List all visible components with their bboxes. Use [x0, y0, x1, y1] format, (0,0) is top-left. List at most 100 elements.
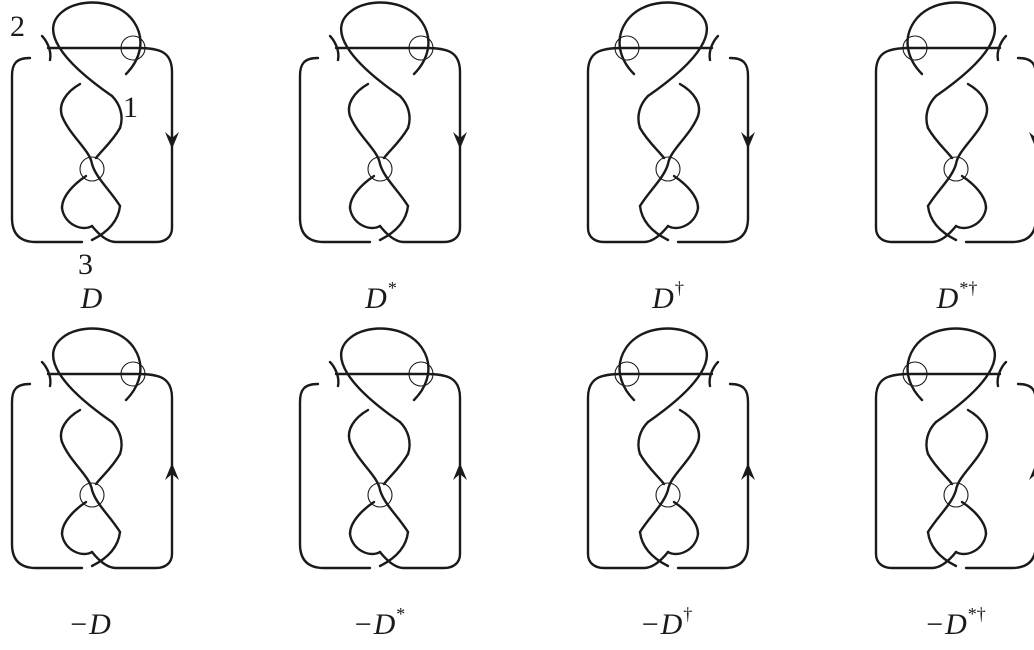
orientation-arrow — [741, 463, 755, 480]
caption-base: D — [660, 608, 683, 641]
twist-cross-right-strand — [94, 452, 122, 486]
virtual-crossing-middle — [943, 156, 969, 182]
twist-cross-right-strand — [382, 126, 410, 160]
left-bracket-arc-strand — [298, 382, 372, 570]
twist-right-strand — [637, 94, 650, 130]
caption-D-star-dagger: D*† — [876, 278, 1034, 316]
twist-right-strand — [110, 94, 123, 130]
tail-right-strand — [638, 530, 670, 568]
top-bar-right-arc-strand — [334, 46, 462, 244]
virtual-crossing-middle — [655, 482, 681, 508]
twist-right-strand — [925, 420, 938, 456]
twist-cross-right-strand — [94, 126, 122, 160]
head-left-end-strand — [328, 34, 340, 62]
orientation-arrow — [1029, 467, 1034, 480]
knot-diagram — [586, 327, 755, 570]
virtual-crossing-top — [902, 35, 928, 61]
caption-base: D — [373, 608, 396, 641]
tail-left-loop-strand — [60, 206, 94, 230]
top-bar-right-arc-strand — [874, 46, 1002, 244]
twist-mid-strand — [60, 114, 122, 208]
tail-right-strand — [90, 530, 122, 568]
caption-sup: * — [396, 604, 406, 624]
virtual-crossing-middle — [79, 156, 105, 182]
caption-base: D — [936, 282, 959, 315]
neck-under-strand — [678, 408, 701, 444]
tail-right-strand — [926, 204, 958, 242]
left-bracket-arc-strand — [10, 382, 84, 570]
head-loop-strand — [618, 327, 708, 424]
head-loop-strand — [340, 1, 430, 98]
head-loop-strand — [52, 1, 142, 98]
head-loop-strand — [340, 327, 430, 424]
tail-right-strand — [378, 530, 410, 568]
head-left-end-strand — [708, 34, 720, 62]
caption-sup: * — [387, 278, 397, 298]
caption-sup: *† — [959, 278, 978, 298]
tail-right-strand — [90, 204, 122, 242]
twist-mid-strand — [926, 440, 988, 534]
knot-diagram — [298, 1, 467, 244]
caption-base: D — [945, 608, 967, 641]
twist-cross-right-strand — [638, 126, 666, 160]
twist-cross-right-strand — [638, 452, 666, 486]
orientation-arrow — [453, 463, 467, 480]
virtual-crossing-top — [120, 361, 146, 387]
top-bar-right-arc-strand — [46, 372, 174, 570]
twist-cross-right-strand — [382, 452, 410, 486]
virtual-crossing-middle — [943, 482, 969, 508]
head-loop-strand — [906, 327, 996, 424]
tail-left-loop-strand — [954, 206, 988, 230]
virtual-crossing-top — [614, 35, 640, 61]
head-loop-strand — [906, 1, 996, 98]
twist-mid-strand — [638, 114, 700, 208]
neck-under-strand — [678, 82, 701, 118]
virtual-crossing-middle — [367, 482, 393, 508]
tail-left-loop-strand — [348, 532, 382, 556]
caption-minus: − — [354, 608, 372, 641]
tail-right-strand — [638, 204, 670, 242]
twist-cross-left-strand — [60, 174, 88, 210]
twist-right-strand — [398, 420, 411, 456]
head-loop-strand — [618, 1, 708, 98]
tail-left-loop-strand — [954, 532, 988, 556]
knot-diagram — [874, 1, 1034, 244]
caption-D: D — [11, 278, 171, 316]
twist-cross-left-strand — [60, 500, 88, 536]
caption-minus: − — [926, 608, 944, 641]
twist-right-strand — [925, 94, 938, 130]
caption-minus-D-star: −D* — [300, 604, 460, 642]
head-left-end-strand — [708, 360, 720, 388]
orientation-arrow — [741, 132, 755, 149]
left-bracket-arc-strand — [10, 56, 84, 244]
knot-diagram — [586, 1, 755, 244]
head-left-end-strand — [40, 360, 52, 388]
head-left-end-strand — [996, 34, 1008, 62]
caption-base: D — [365, 282, 387, 315]
left-bracket-arc-strand — [964, 56, 1034, 244]
twist-mid-strand — [60, 440, 122, 534]
top-bar-right-arc-strand — [334, 372, 462, 570]
caption-sup: † — [674, 278, 684, 298]
tail-left-loop-strand — [666, 206, 700, 230]
orientation-arrow — [453, 132, 467, 149]
neck-under-strand — [59, 408, 82, 444]
knot-diagram — [10, 327, 179, 570]
orientation-arrow — [165, 463, 179, 480]
twist-cross-left-strand — [348, 174, 376, 210]
arc-label: 2 — [10, 10, 25, 43]
caption-minus: − — [70, 608, 88, 641]
twist-mid-strand — [348, 114, 410, 208]
twist-right-strand — [637, 420, 650, 456]
neck-under-strand — [347, 408, 370, 444]
twist-cross-left-strand — [960, 174, 988, 210]
tail-right-strand — [378, 204, 410, 242]
caption-minus-D-star-dagger: −D*† — [876, 604, 1034, 642]
arc-label: 3 — [78, 248, 93, 281]
head-loop-strand — [52, 327, 142, 424]
twist-cross-left-strand — [672, 500, 700, 536]
caption-sup: † — [683, 604, 693, 624]
twist-right-strand — [110, 420, 123, 456]
head-left-end-strand — [996, 360, 1008, 388]
